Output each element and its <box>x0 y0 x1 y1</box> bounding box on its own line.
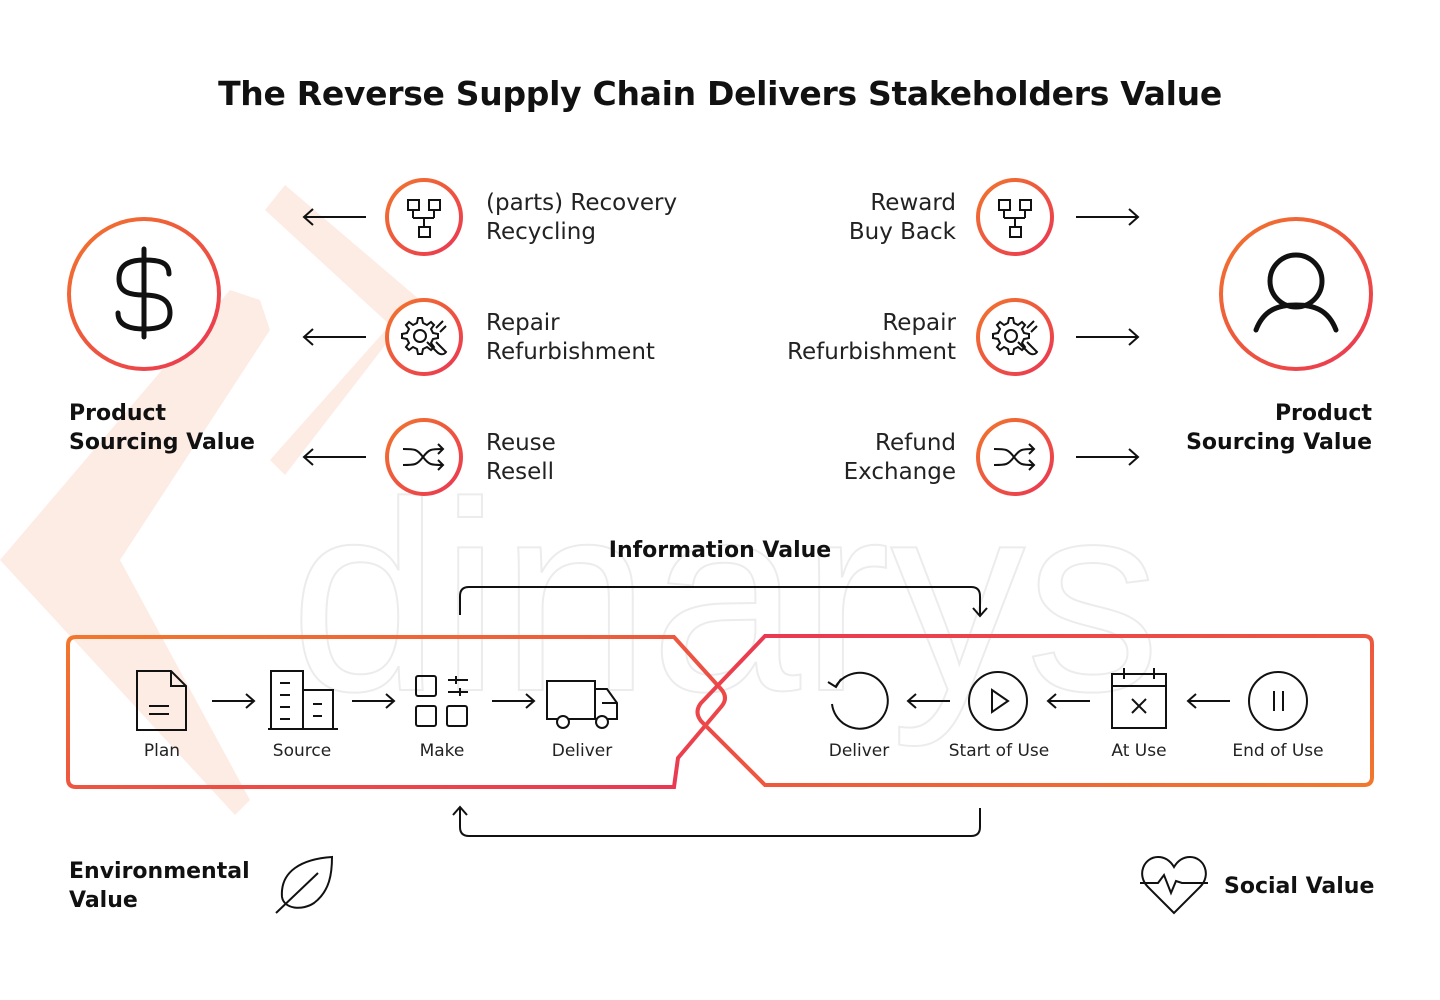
step-label-source: Source <box>272 741 332 761</box>
flowchart-icon <box>998 199 1032 238</box>
gear-wrench-icon <box>401 317 448 356</box>
right-stakeholder-ring <box>1219 217 1373 371</box>
arrow-left-icon <box>302 328 366 346</box>
return-connector <box>452 805 981 837</box>
arrow-left-icon <box>1186 693 1230 709</box>
right-option-ring-2 <box>976 298 1054 376</box>
left-stakeholder-ring <box>67 217 221 371</box>
reverse-chain-frame <box>695 634 1374 787</box>
gear-wrench-icon <box>992 317 1039 356</box>
arrow-right-icon <box>492 693 536 709</box>
information-connector <box>459 586 988 618</box>
buildings-icon <box>268 670 338 730</box>
arrow-right-icon <box>1076 328 1140 346</box>
arrow-left-icon <box>302 448 366 466</box>
truck-icon <box>546 680 618 729</box>
grid-icon <box>415 675 468 727</box>
dollar-icon <box>115 246 173 340</box>
arrow-left-icon <box>1046 693 1090 709</box>
document-icon <box>136 670 187 731</box>
shuffle-icon <box>402 443 445 471</box>
step-label-deliver: Deliver <box>551 741 613 761</box>
page-title: The Reverse Supply Chain Delivers Stakeh… <box>218 74 1222 113</box>
user-icon <box>1253 252 1339 333</box>
step-label-make: Make <box>419 741 465 761</box>
right-option-ring-3 <box>976 418 1054 496</box>
left-option-ring-3 <box>385 418 463 496</box>
heart-pulse-icon <box>1140 855 1208 915</box>
social-value-label: Social Value <box>1224 874 1375 899</box>
step-label-at-use: At Use <box>1111 741 1167 761</box>
arrow-left-icon <box>906 693 950 709</box>
play-icon <box>968 671 1028 731</box>
pause-icon <box>1248 671 1308 731</box>
information-value-label: Information Value <box>608 538 832 563</box>
step-label-start-of-use: Start of Use <box>948 741 1050 761</box>
step-label-end-of-use: End of Use <box>1232 741 1324 761</box>
calendar-x-icon <box>1111 668 1167 729</box>
right-option-ring-1 <box>976 178 1054 256</box>
arrow-right-icon <box>212 693 256 709</box>
flowchart-icon <box>407 199 441 238</box>
forward-chain-frame <box>66 635 727 789</box>
shuffle-icon <box>993 443 1036 471</box>
arrow-right-icon <box>1076 208 1140 226</box>
right-stakeholder-label: Product Sourcing Value <box>1186 401 1372 455</box>
step-label-deliver-reverse: Deliver <box>828 741 890 761</box>
left-option-ring-2 <box>385 298 463 376</box>
arrow-right-icon <box>1076 448 1140 466</box>
arrow-left-icon <box>302 208 366 226</box>
left-stakeholder-label: Product Sourcing Value <box>69 401 255 455</box>
leaf-icon <box>275 855 334 914</box>
step-label-plan: Plan <box>143 741 181 761</box>
left-option-ring-1 <box>385 178 463 256</box>
rotate-icon <box>827 671 889 730</box>
arrow-right-icon <box>352 693 396 709</box>
